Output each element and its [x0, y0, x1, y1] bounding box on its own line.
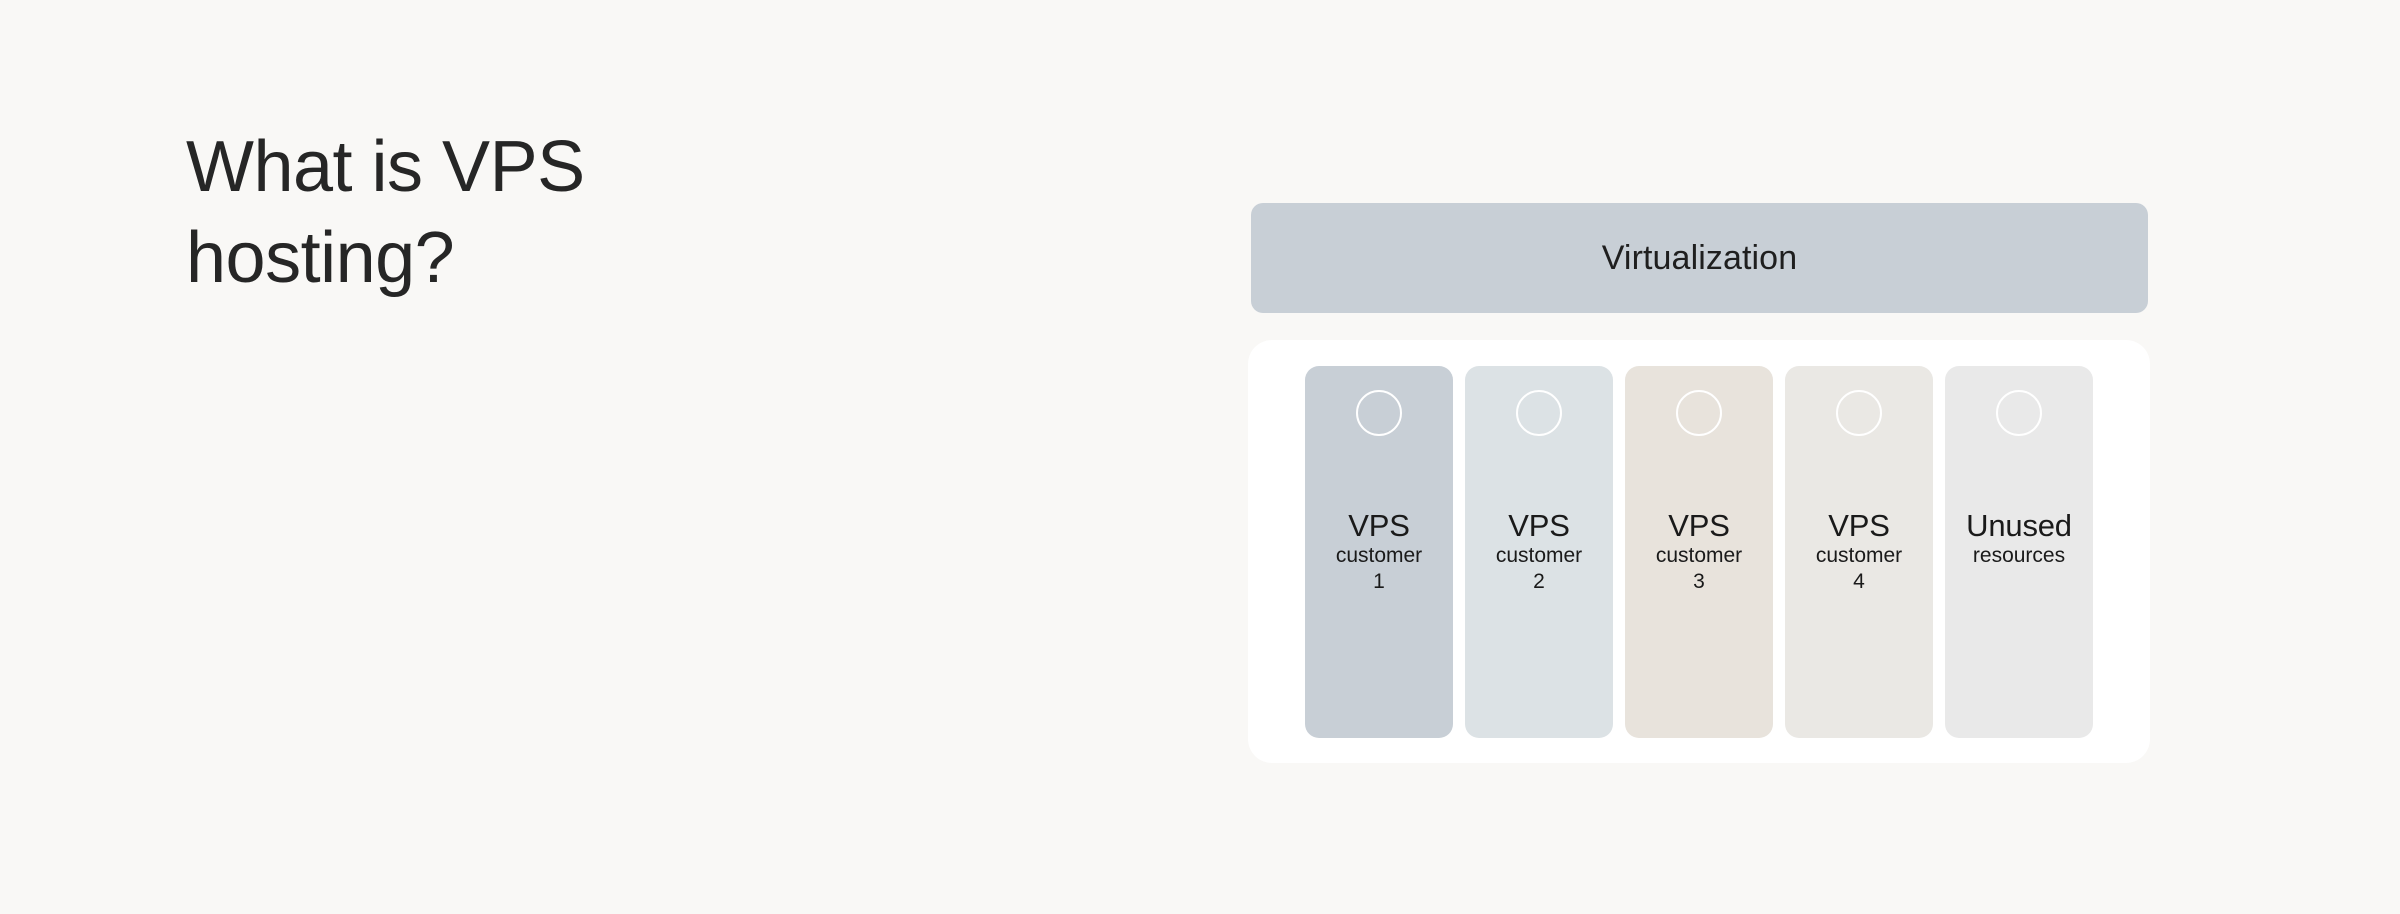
vps-card-3-subtitle: customer: [1655, 544, 1743, 568]
unused-resources-card: Unused resources: [1945, 365, 2093, 738]
page-title-line-2: hosting?: [186, 217, 455, 298]
circle-outline-icon: [1836, 389, 1882, 436]
page-title-line-1: What is VPS: [186, 127, 585, 207]
circle-outline-icon: [1676, 389, 1722, 436]
virtualization-banner-label: Virtualization: [1601, 238, 1798, 277]
vps-card-2-text: VPS customer 2: [1465, 507, 1613, 596]
vps-card-4-number: 4: [1853, 570, 1865, 594]
page-title: What is VPS hosting?: [186, 122, 966, 303]
virtualization-banner: Virtualization: [1251, 203, 2148, 313]
vps-card-3-title: VPS: [1668, 507, 1730, 543]
vps-card-1-number: 1: [1373, 570, 1385, 594]
vps-cards-panel: VPS customer 1 VPS customer 2 VPS custom…: [1248, 340, 2150, 763]
vps-card-3-text: VPS customer 3: [1625, 507, 1773, 596]
vps-card-1-title: VPS: [1348, 507, 1410, 543]
vps-card-2: VPS customer 2: [1465, 365, 1613, 738]
vps-card-3-number: 3: [1693, 570, 1705, 594]
circle-outline-icon: [1356, 389, 1402, 436]
unused-resources-card-subtitle: resources: [1972, 544, 2066, 568]
vps-card-1-subtitle: customer: [1335, 544, 1423, 568]
vps-card-3: VPS customer 3: [1625, 365, 1773, 738]
unused-resources-card-title: Unused: [1966, 507, 2072, 543]
vps-card-2-title: VPS: [1508, 507, 1570, 543]
vps-card-4-subtitle: customer: [1815, 544, 1903, 568]
vps-card-4-title: VPS: [1828, 507, 1890, 543]
circle-outline-icon: [1996, 389, 2042, 436]
vps-card-1: VPS customer 1: [1305, 365, 1453, 738]
vps-card-4: VPS customer 4: [1785, 365, 1933, 738]
vps-hosting-diagram: Virtualization VPS customer 1 VPS custom…: [1248, 203, 2150, 763]
vps-card-1-text: VPS customer 1: [1305, 507, 1453, 596]
circle-outline-icon: [1516, 389, 1562, 436]
vps-card-2-subtitle: customer: [1495, 544, 1583, 568]
unused-resources-card-text: Unused resources: [1945, 507, 2093, 570]
vps-card-2-number: 2: [1533, 570, 1545, 594]
vps-card-4-text: VPS customer 4: [1785, 507, 1933, 596]
